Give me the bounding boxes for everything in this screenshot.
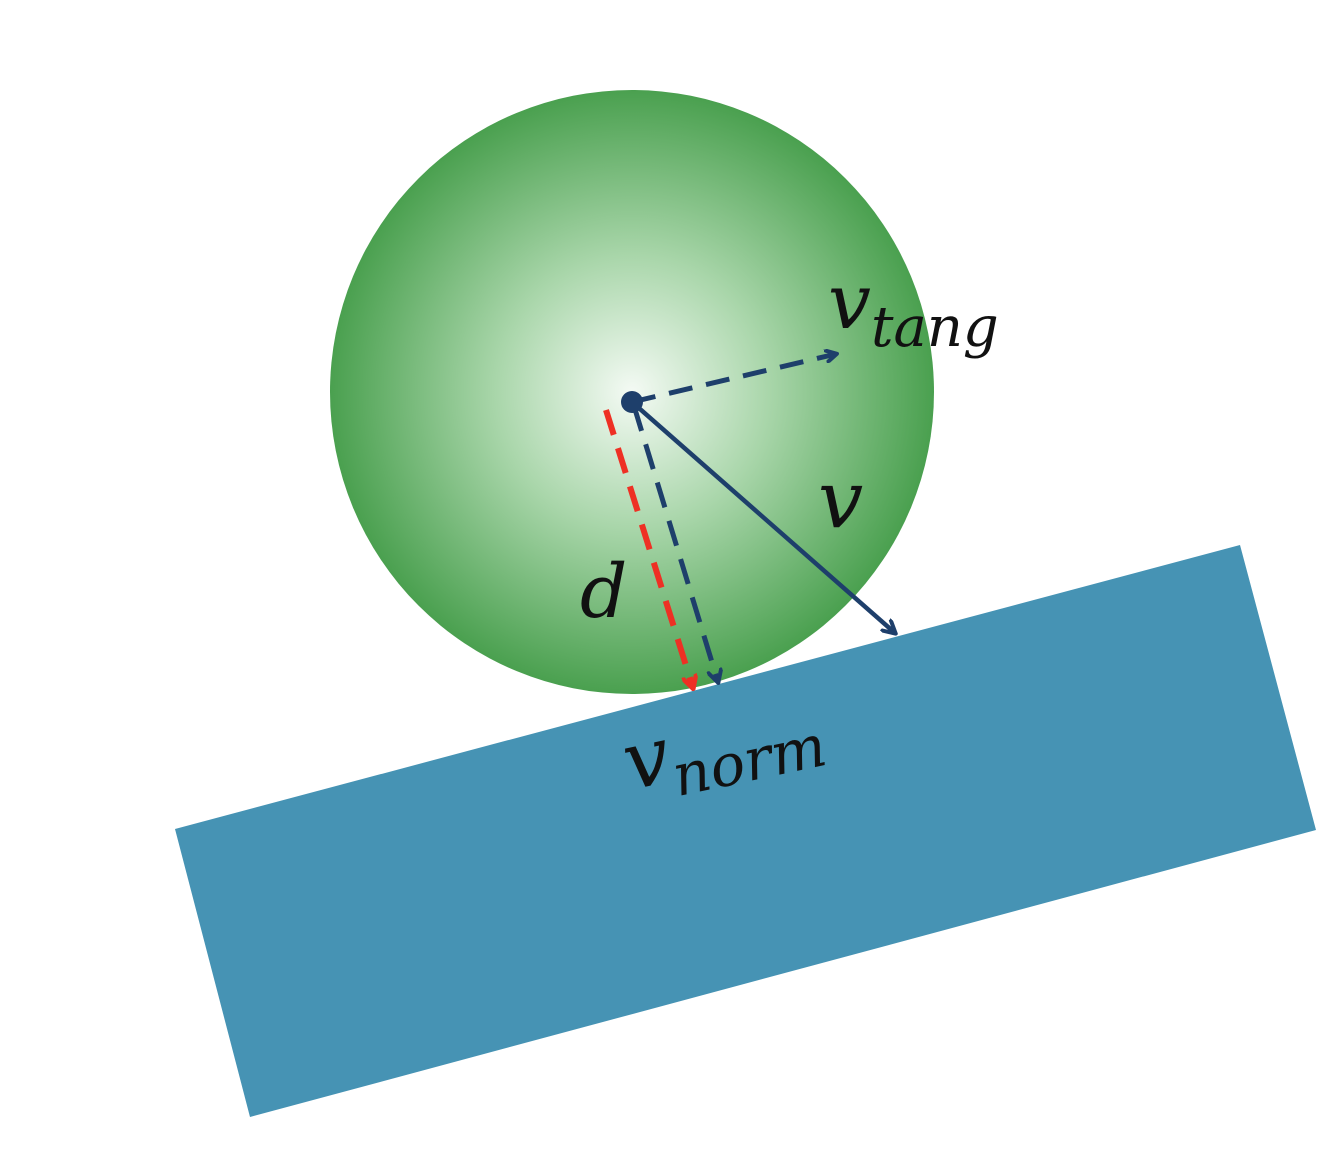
- d-arrow: [603, 409, 693, 688]
- v-tang-label: vtang: [828, 257, 999, 360]
- v-arrow: [630, 400, 895, 633]
- surface-block: [175, 545, 1316, 1117]
- v-tang-arrow: [631, 354, 836, 405]
- v-label: v: [818, 453, 863, 546]
- v-tang-sub: tang: [871, 295, 999, 360]
- ball-center-point: [621, 391, 643, 413]
- v-norm-arrow: [631, 405, 718, 682]
- v-tang-base: v: [828, 257, 871, 346]
- d-label: d: [580, 549, 627, 635]
